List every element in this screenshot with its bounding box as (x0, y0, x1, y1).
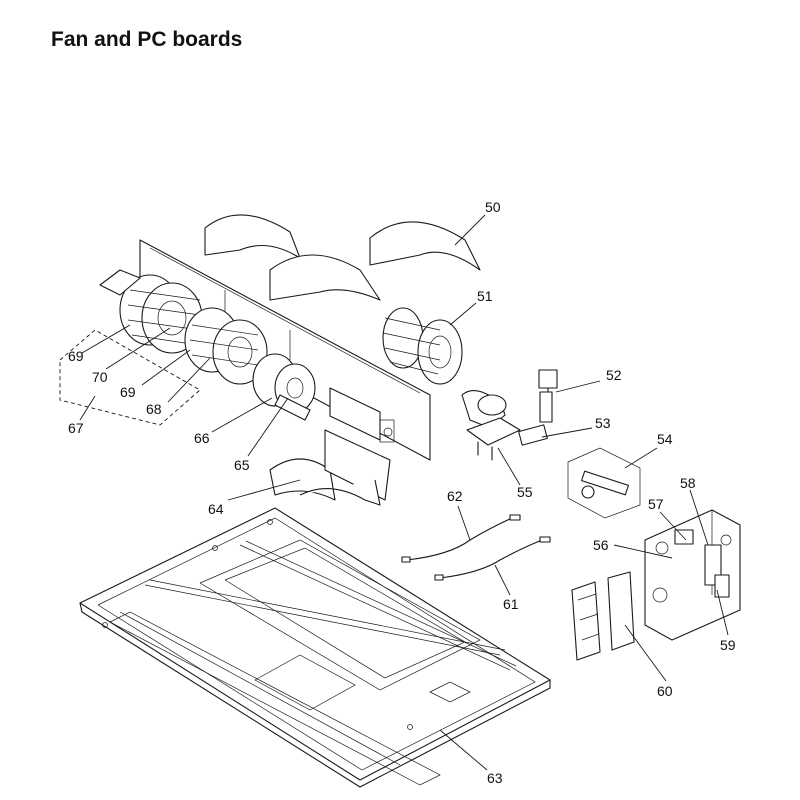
blower-wheel-51-drawing (382, 307, 463, 385)
callout-57: 57 (648, 496, 664, 512)
callout-labels: 50 51 52 53 54 55 56 57 58 59 60 61 62 6… (68, 199, 736, 786)
assembly-67-outline (59, 329, 201, 426)
callout-53: 53 (595, 415, 611, 431)
callout-65: 65 (234, 457, 250, 473)
scroll-casing-drawing (204, 214, 481, 301)
fan-frame-drawing (139, 239, 431, 461)
drain-pan-drawing (269, 429, 391, 506)
callout-67: 67 (68, 420, 84, 436)
base-plate-drawing (79, 507, 551, 788)
float-switch-drawing (538, 369, 558, 423)
callout-66: 66 (194, 430, 210, 446)
wire-62-drawing (401, 514, 521, 563)
callout-58: 58 (680, 475, 696, 491)
callout-60: 60 (657, 683, 673, 699)
pc-board-60-drawing (571, 571, 635, 661)
leader-lines (79, 214, 729, 771)
fan-motor-drawing (252, 353, 316, 421)
callout-55: 55 (517, 484, 533, 500)
callout-52: 52 (606, 367, 622, 383)
callout-56: 56 (593, 537, 609, 553)
page-title: Fan and PC boards (51, 28, 243, 51)
callout-68: 68 (146, 401, 162, 417)
wire-61-drawing (434, 536, 551, 581)
callout-62: 62 (447, 488, 463, 504)
callout-50: 50 (485, 199, 501, 215)
sensor-54-outline (567, 447, 641, 519)
callout-70: 70 (92, 369, 108, 385)
callout-61: 61 (503, 596, 519, 612)
callout-63: 63 (487, 770, 503, 786)
thermistor-54-drawing (581, 470, 629, 499)
callout-64: 64 (208, 501, 224, 517)
callout-69-bottom: 69 (120, 384, 136, 400)
callout-51: 51 (477, 288, 493, 304)
blower-wheel-center-drawing (184, 307, 268, 385)
callout-69-top: 69 (68, 348, 84, 364)
control-box-drawing (644, 509, 741, 641)
drain-pump-drawing (461, 389, 548, 461)
callout-54: 54 (657, 431, 673, 447)
callout-59: 59 (720, 637, 736, 653)
